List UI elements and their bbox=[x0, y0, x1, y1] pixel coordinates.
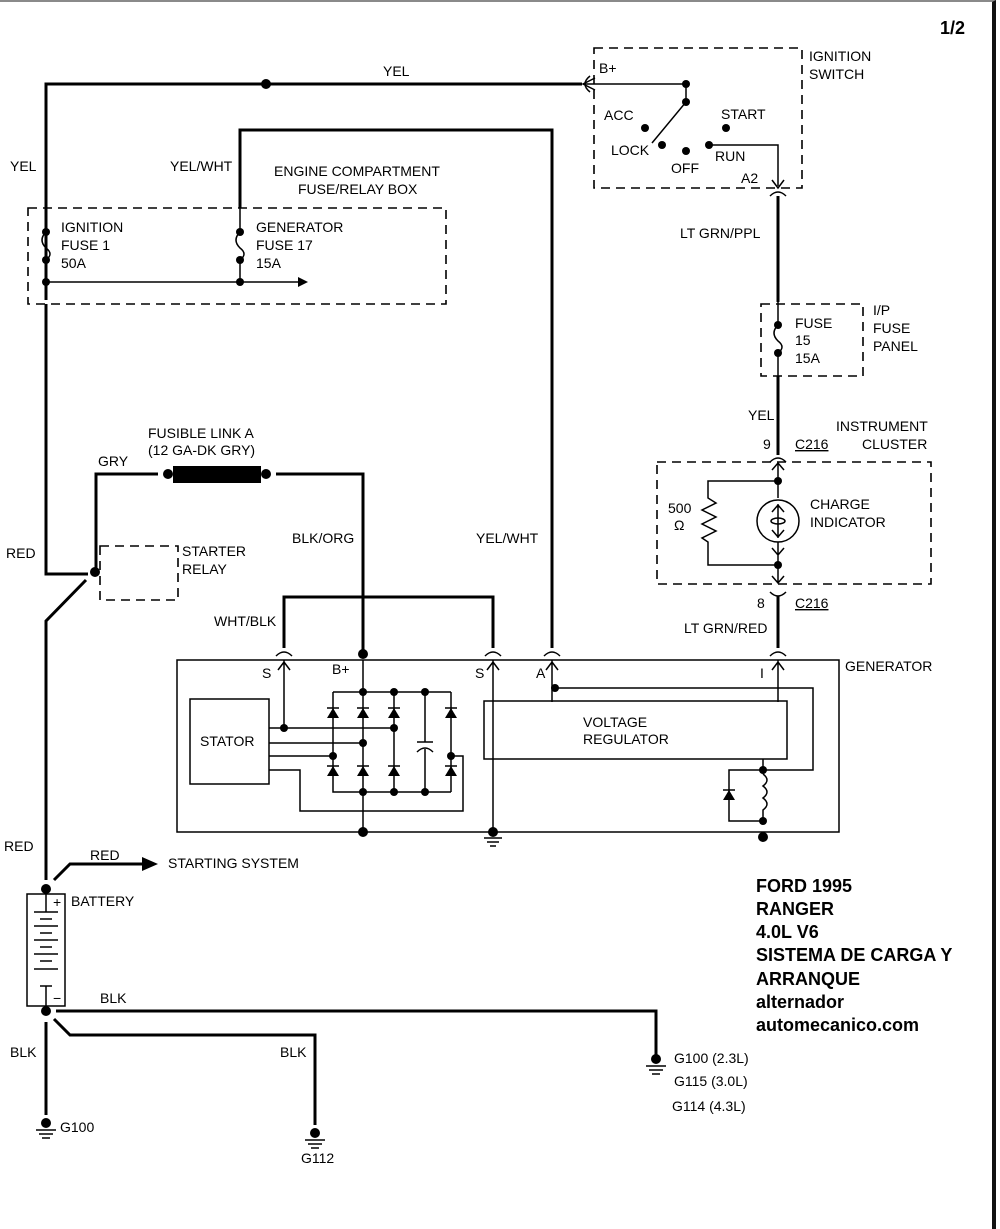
battery-plus: + bbox=[53, 894, 61, 910]
wire-label-yel-ip: YEL bbox=[748, 407, 775, 423]
resistor-value: 500 bbox=[668, 500, 692, 516]
fusible-link-label-2: (12 GA-DK GRY) bbox=[148, 442, 255, 458]
cluster-label-2: CLUSTER bbox=[862, 436, 927, 452]
ip-fuse-panel bbox=[760, 302, 864, 377]
cluster-label-1: INSTRUMENT bbox=[836, 418, 928, 434]
ground-g100: G100 bbox=[60, 1119, 94, 1135]
regulator-label-1: VOLTAGE bbox=[583, 714, 647, 730]
ip-panel-label-1: I/P bbox=[873, 302, 890, 318]
fuse-box-label-1: ENGINE COMPARTMENT bbox=[274, 163, 440, 179]
charge-indicator-label-1: CHARGE bbox=[810, 496, 870, 512]
fuse-17-name: GENERATOR bbox=[256, 219, 343, 235]
ignition-switch-label-2: SWITCH bbox=[809, 66, 864, 82]
generator-pin-bplus: B+ bbox=[332, 661, 350, 677]
title-line-1: FORD 1995 bbox=[756, 876, 852, 896]
generator-pin-a: A bbox=[536, 665, 546, 681]
ignition-pin-a2: A2 bbox=[741, 170, 758, 186]
ignition-pos-lock: LOCK bbox=[611, 142, 650, 158]
cluster-connector-in: C216 bbox=[795, 436, 829, 452]
fuse-box-label-2: FUSE/RELAY BOX bbox=[298, 181, 418, 197]
wire-label-blk-org: BLK/ORG bbox=[292, 530, 354, 546]
wire-label-yel-wht-top: YEL/WHT bbox=[170, 158, 233, 174]
instrument-cluster bbox=[656, 457, 932, 585]
ignition-pos-off: OFF bbox=[671, 160, 699, 176]
wire-label-lt-grn-red: LT GRN/RED bbox=[684, 620, 768, 636]
generator-pin-i: I bbox=[760, 665, 764, 681]
resistor-unit: Ω bbox=[674, 517, 684, 533]
generator-pin-s1: S bbox=[262, 665, 271, 681]
title-line-7: automecanico.com bbox=[756, 1015, 919, 1035]
connector-c216-out bbox=[769, 591, 787, 597]
ground-right-2: G115 (3.0L) bbox=[674, 1073, 748, 1089]
title-line-6: alternador bbox=[756, 992, 844, 1012]
ignition-switch bbox=[581, 47, 803, 197]
wire-label-blk-right: BLK bbox=[100, 990, 127, 1006]
generator-pin-s2: S bbox=[475, 665, 484, 681]
ip-fuse-text-2: 15 bbox=[795, 332, 811, 348]
cluster-connector-out: C216 bbox=[795, 595, 829, 611]
fuse-17-number: FUSE 17 bbox=[256, 237, 313, 253]
wire-wht-blk bbox=[282, 595, 495, 648]
battery-minus: − bbox=[53, 990, 61, 1006]
ignition-pos-acc: ACC bbox=[604, 107, 634, 123]
ip-fuse-text-1: FUSE bbox=[795, 315, 832, 331]
wire-label-gry: GRY bbox=[98, 453, 129, 469]
wire-label-yel-wht-mid: YEL/WHT bbox=[476, 530, 539, 546]
wire-label-blk-mid: BLK bbox=[280, 1044, 307, 1060]
title-line-5: ARRANQUE bbox=[756, 969, 860, 989]
starting-system-label: STARTING SYSTEM bbox=[168, 855, 299, 871]
ground-right-1: G100 (2.3L) bbox=[674, 1050, 749, 1066]
fuse-1-rating: 50A bbox=[61, 255, 87, 271]
title-line-3: 4.0L V6 bbox=[756, 922, 819, 942]
ignition-pos-start: START bbox=[721, 106, 766, 122]
regulator-label-2: REGULATOR bbox=[583, 731, 669, 747]
wire-label-red-lower: RED bbox=[4, 838, 34, 854]
ground-right-3: G114 (4.3L) bbox=[672, 1098, 746, 1114]
cluster-pin-8: 8 bbox=[757, 595, 765, 611]
wire-label-red-left: RED bbox=[6, 545, 36, 561]
title-block: FORD 1995 RANGER 4.0L V6 SISTEMA DE CARG… bbox=[756, 876, 952, 1035]
engine-fuse-box bbox=[27, 207, 447, 305]
fuse-17-rating: 15A bbox=[256, 255, 282, 271]
title-line-2: RANGER bbox=[756, 899, 834, 919]
ip-panel-label-2: FUSE bbox=[873, 320, 910, 336]
starter-relay bbox=[44, 545, 179, 880]
ip-fuse-text-3: 15A bbox=[795, 350, 821, 366]
wire-label-yel-top: YEL bbox=[383, 63, 410, 79]
ignition-switch-label-1: IGNITION bbox=[809, 48, 871, 64]
generator bbox=[176, 649, 840, 847]
stator-label: STATOR bbox=[200, 733, 254, 749]
ip-panel-label-3: PANEL bbox=[873, 338, 918, 354]
fuse-1-number: FUSE 1 bbox=[61, 237, 110, 253]
wire-label-blk-left: BLK bbox=[10, 1044, 37, 1060]
starter-relay-label-1: STARTER bbox=[182, 543, 246, 559]
charge-indicator-label-2: INDICATOR bbox=[810, 514, 886, 530]
wire-label-yel-left: YEL bbox=[10, 158, 37, 174]
title-line-4: SISTEMA DE CARGA Y bbox=[756, 945, 952, 965]
fuse-1-name: IGNITION bbox=[61, 219, 123, 235]
wire-label-wht-blk: WHT/BLK bbox=[214, 613, 277, 629]
ground-g112: G112 bbox=[301, 1150, 334, 1166]
battery bbox=[26, 857, 158, 1016]
cluster-pin-9: 9 bbox=[763, 436, 771, 452]
starter-relay-label-2: RELAY bbox=[182, 561, 228, 577]
wire-yel-wht bbox=[238, 128, 554, 648]
generator-label: GENERATOR bbox=[845, 658, 932, 674]
wire-red-left bbox=[44, 304, 88, 576]
ground-wires bbox=[36, 1009, 666, 1149]
ignition-pin-bplus: B+ bbox=[599, 60, 617, 76]
wire-label-lt-grn-ppl: LT GRN/PPL bbox=[680, 225, 761, 241]
battery-label: BATTERY bbox=[71, 893, 135, 909]
ignition-pos-run: RUN bbox=[715, 148, 745, 164]
page-number: 1/2 bbox=[940, 18, 965, 38]
wire-label-red-starting: RED bbox=[90, 847, 120, 863]
fusible-link-label-1: FUSIBLE LINK A bbox=[148, 425, 254, 441]
fusible-link bbox=[94, 466, 365, 652]
